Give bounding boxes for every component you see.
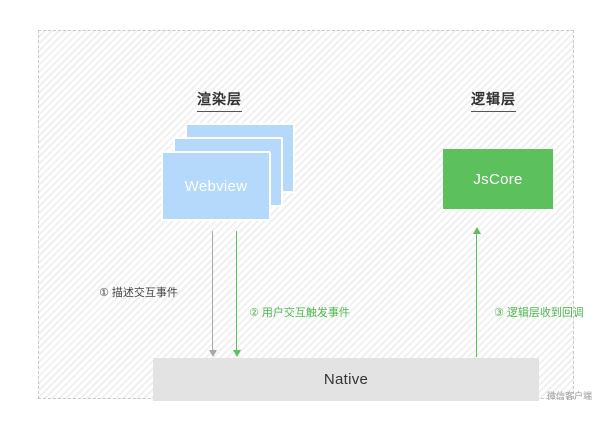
arrow-shaft (212, 231, 213, 352)
render-layer-title: 渲染层 (197, 89, 242, 112)
logic-layer-title: 逻辑层 (471, 89, 516, 112)
jscore-label: JsCore (473, 170, 523, 188)
arrow-shaft (236, 231, 237, 352)
arrow-head-up-icon (472, 227, 481, 234)
arrow-describe-interaction (208, 231, 217, 357)
webview-card-front: Webview (161, 151, 271, 221)
arrow-user-interaction-trigger (232, 231, 241, 357)
arrow-label-describe-interaction: ① 描述交互事件 (99, 287, 178, 299)
arrow-head-down-icon (208, 350, 217, 357)
wechat-client-caption: 微信客户端 (547, 391, 593, 401)
webview-label: Webview (184, 177, 248, 195)
native-label: Native (323, 371, 369, 388)
arrow-logic-layer-callback (472, 227, 481, 357)
arrow-label-user-interaction-trigger: ② 用户交互触发事件 (249, 307, 350, 319)
wechat-client-container: 渲染层 逻辑层 Webview JsCore ① 描述交互事件 ② 用户交互触发… (38, 30, 592, 401)
arrow-shaft (476, 232, 477, 357)
arrow-head-down-icon (232, 350, 241, 357)
native-box: Native (153, 358, 539, 401)
jscore-box: JsCore (443, 149, 553, 209)
arrow-label-logic-layer-callback: ③ 逻辑层收到回调 (494, 307, 584, 319)
